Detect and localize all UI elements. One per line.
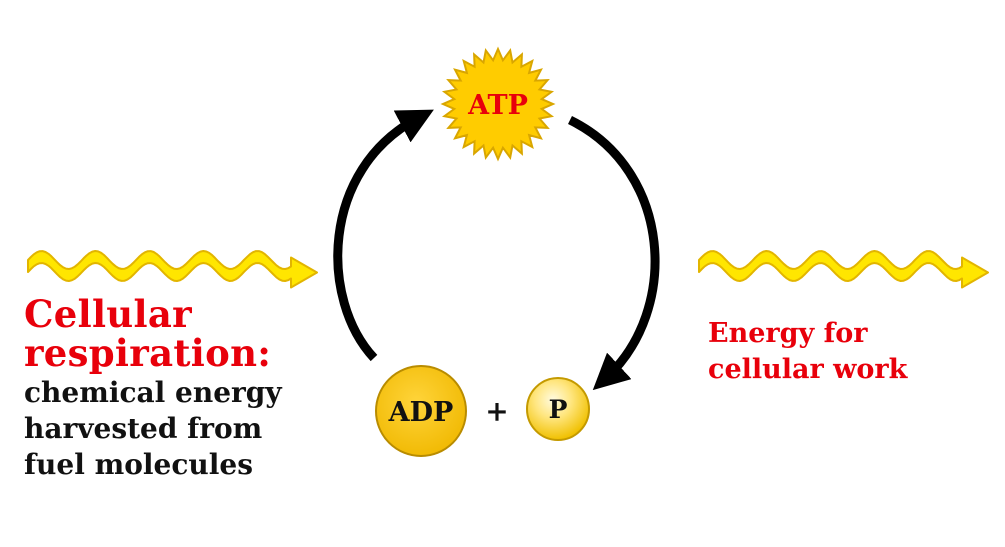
atp-starburst-icon: ATP — [440, 46, 556, 162]
cycle-arrow-down — [568, 115, 660, 391]
left-description-line-3: fuel molecules — [24, 448, 253, 481]
energy-input-wavy-arrow-icon — [27, 250, 318, 289]
adp-circle-icon: ADP — [375, 365, 467, 457]
phosphate-label: P — [549, 395, 568, 424]
cycle-arrow-up — [333, 109, 434, 362]
phosphate-sphere-icon: P — [526, 377, 590, 441]
right-description-line-2: cellular work — [708, 354, 908, 385]
adp-label: ADP — [388, 397, 454, 428]
atp-label: ATP — [467, 90, 528, 121]
plus-sign: + — [485, 395, 508, 428]
cellular-respiration-title-line-1: Cellular — [24, 292, 192, 336]
left-description-line-1: chemical energy — [24, 376, 282, 409]
cellular-respiration-title-line-2: respiration: — [24, 331, 272, 375]
right-description-line-1: Energy for — [708, 318, 868, 349]
left-description-line-2: harvested from — [24, 412, 263, 445]
energy-output-wavy-arrow-icon — [698, 250, 989, 289]
